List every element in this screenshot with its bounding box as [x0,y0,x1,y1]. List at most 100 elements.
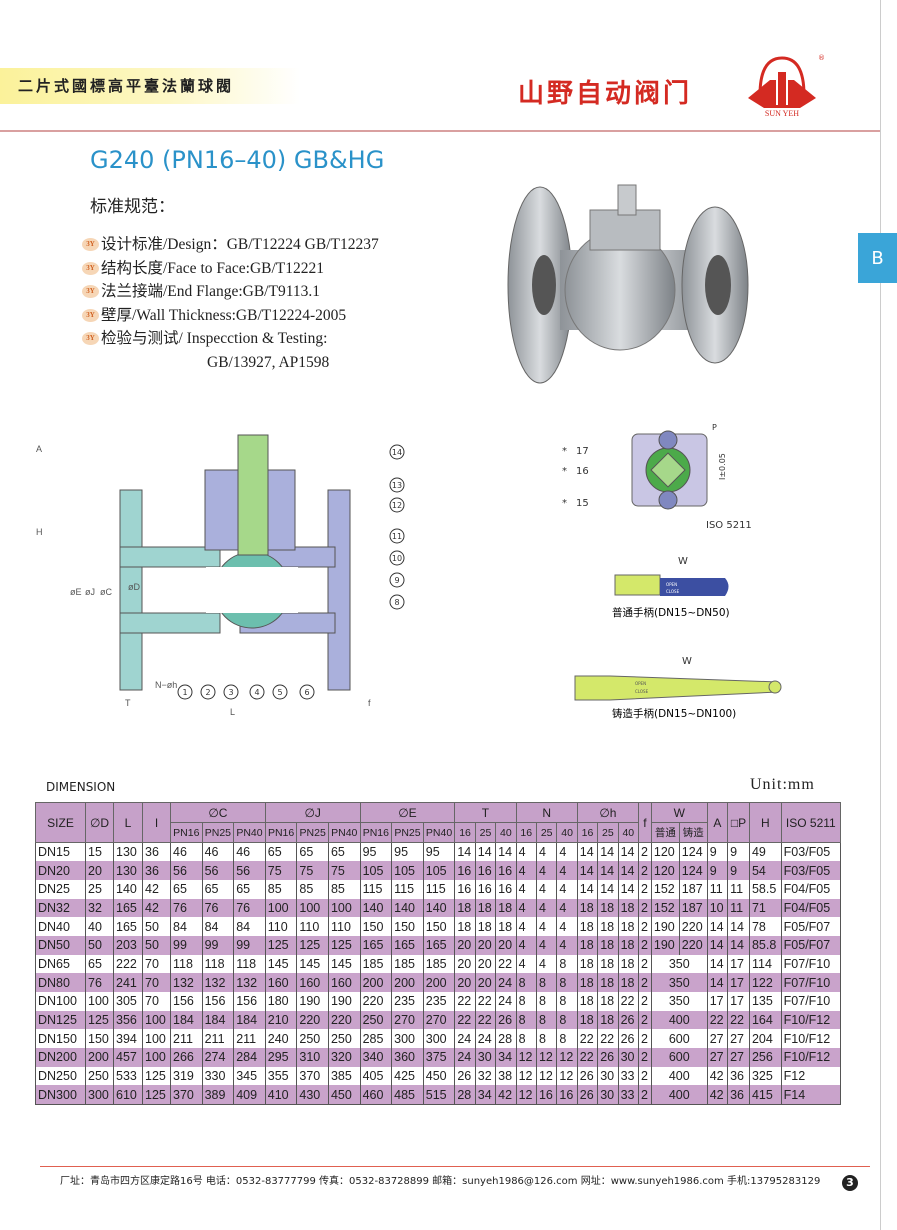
table-cell: 270 [422,1010,456,1030]
table-cell: 14 [617,842,640,862]
table-cell: 124 [678,861,708,880]
part-callout [223,684,239,700]
table-cell: DN40 [35,917,86,936]
dimension-label: DIMENSION [46,780,116,794]
table-cell: 130 [113,861,143,880]
table-cell: 76 [201,898,235,918]
table-cell: 300 [422,1029,456,1049]
table-cell: 99 [170,935,203,955]
table-cell: 450 [327,1085,361,1105]
table-cell: 14 [597,842,619,862]
table-cell: 100 [142,1010,171,1030]
table-cell: F14 [780,1085,842,1105]
part-callout [177,684,193,700]
part-callout [389,444,405,460]
table-cell: 370 [296,1066,329,1086]
col-j: ∅J [264,802,361,823]
table-cell: 125 [142,1085,171,1105]
table-cell: F10/F12 [780,1010,842,1030]
table-cell: 18 [576,954,599,974]
subheader-class: 40 [556,822,578,843]
part-number: 9 [394,576,399,585]
table-cell: 118 [170,954,203,974]
spec-text: 设计标准/Design：GB/T12224 GB/T12237 [101,236,379,253]
table-cell: 4 [556,879,578,899]
table-cell: 50 [142,917,171,936]
table-cell: 9 [706,861,729,880]
table-cell: 4 [535,954,558,974]
table-cell: 187 [678,898,708,918]
part-number: 10 [392,554,402,563]
part-16: 16 [576,466,589,477]
table-cell: 211 [170,1029,203,1049]
table-cell: 394 [113,1029,143,1049]
table-cell: F05/F07 [780,935,842,955]
part-number: 1 [182,688,187,697]
subheader-pn: PN16 [264,822,298,843]
table-cell: 18 [495,898,517,918]
table-cell: 4 [515,898,537,918]
valve-photo [507,184,749,384]
footer-divider [40,1166,870,1167]
standards-heading: 标准规范： [90,197,175,217]
table-cell: 56 [201,861,235,880]
part-number: 11 [392,532,402,541]
table-cell: 38 [495,1066,517,1086]
table-cell: 4 [515,917,537,936]
table-cell: 185 [359,954,393,974]
col-l: L [113,802,143,843]
table-cell: 18 [576,917,599,936]
dim-j: øJ [85,587,95,597]
table-cell: 135 [748,992,782,1011]
spec-text: 检验与测试/ Inspecction & Testing: [101,330,328,347]
table-cell: 184 [170,1010,203,1030]
table-cell: 14 [576,861,599,880]
table-cell: F10/F12 [780,1029,842,1049]
table-cell: 2 [638,1048,652,1067]
table-cell: 18 [597,1010,619,1030]
table-cell: 18 [617,898,640,918]
table-cell: 2 [638,879,652,899]
table-cell: 4 [515,935,537,955]
table-cell: 330 [201,1066,235,1086]
table-cell: 16 [495,861,517,880]
col-a: A [706,802,729,843]
part-number: 12 [392,501,402,510]
table-cell: F05/F07 [780,917,842,936]
table-cell: 2 [638,935,652,955]
footer-contact: 厂址：青岛市四方区康定路16号 电话：0532-83777799 传真：0532… [60,1176,821,1187]
table-cell: 20 [454,935,476,955]
section-tab-b[interactable]: B [858,233,897,283]
subheader-w-standard: 普通 [650,822,680,843]
handle1-close: CLOSE [666,589,680,594]
series-title-band [0,68,300,104]
subheader-pn: PN16 [170,822,203,843]
table-cell: F07/F10 [780,992,842,1011]
table-cell: 160 [296,973,329,992]
table-cell: 385 [327,1066,361,1086]
table-cell: 100 [142,1029,171,1049]
table-cell: 9 [727,842,750,862]
col-i: I [142,802,171,843]
table-cell: DN250 [35,1066,86,1086]
table-cell: 65 [264,842,298,862]
table-cell: 42 [142,879,171,899]
table-cell: 409 [233,1085,266,1105]
table-cell: 204 [748,1029,782,1049]
table-cell: 220 [678,917,708,936]
table-cell: 18 [454,898,476,918]
table-cell: 24 [454,1048,476,1067]
table-cell: 26 [597,1048,619,1067]
table-cell: 8 [556,1029,578,1049]
table-cell: 95 [359,842,393,862]
table-cell: 356 [113,1010,143,1030]
table-cell: 457 [113,1048,143,1067]
table-cell: 4 [515,879,537,899]
table-cell: F07/F10 [780,954,842,974]
